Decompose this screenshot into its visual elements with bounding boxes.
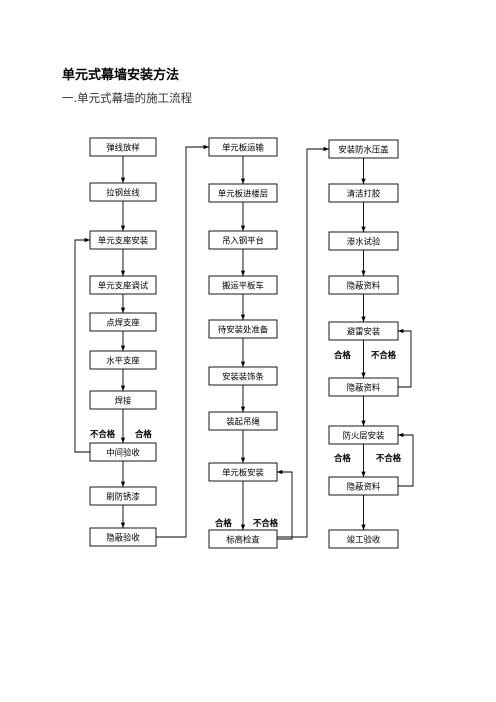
col3-step-4: 隐蔽资料 (328, 275, 399, 295)
col1-step-10: 隐蔽验收 (89, 527, 157, 547)
svg-text:防火层安装: 防火层安装 (343, 431, 385, 441)
col3-step-2: 清洁打胶 (328, 183, 399, 203)
col2-step-4: 搬运平板车 (208, 275, 278, 295)
svg-text:吊入钢平台: 吊入钢平台 (222, 236, 264, 246)
col3-step-5: 避雷安装 (328, 321, 399, 341)
col3-step-8: 隐蔽资料 (328, 476, 399, 496)
col2-step-2: 单元板进楼层 (208, 183, 278, 203)
svg-text:刷防锈漆: 刷防锈漆 (106, 492, 140, 502)
col2-step-9: 标高检查 (208, 529, 278, 549)
svg-text:隐蔽资料: 隐蔽资料 (347, 281, 381, 291)
col1-fail-label: 不合格 (90, 429, 116, 439)
col2-step-5: 待安装处准备 (208, 319, 278, 339)
col1-pass-label: 合格 (134, 429, 152, 439)
col2-step-1: 单元板运输 (208, 137, 278, 157)
page-title: 单元式幕墙安装方法 (62, 68, 180, 83)
col3-pass-label-2: 合格 (333, 453, 351, 463)
svg-text:待安装处准备: 待安装处准备 (218, 325, 269, 335)
svg-text:单元板安装: 单元板安装 (222, 468, 264, 478)
svg-text:搬运平板车: 搬运平板车 (222, 281, 264, 291)
col1-step-8: 中间验收 (89, 442, 157, 462)
col3-pass-label-1: 合格 (333, 350, 351, 360)
svg-text:清洁打胶: 清洁打胶 (347, 189, 381, 199)
col2-step-3: 吊入钢平台 (208, 230, 278, 250)
svg-text:安装防水压盖: 安装防水压盖 (338, 145, 388, 155)
svg-text:单元板进楼层: 单元板进楼层 (218, 189, 268, 199)
svg-text:隐蔽资料: 隐蔽资料 (347, 482, 381, 492)
svg-text:单元板运输: 单元板运输 (222, 143, 264, 153)
svg-text:避雷安装: 避雷安装 (347, 327, 381, 337)
col1-arrows (74, 156, 126, 528)
svg-text:拉钢丝线: 拉钢丝线 (106, 188, 140, 198)
connector-col1-col2 (156, 144, 209, 538)
col1-step-7: 焊接 (89, 390, 157, 410)
svg-text:水平支座: 水平支座 (106, 356, 140, 366)
col3-arrows (361, 158, 414, 530)
col1-step-3: 单元支座安装 (89, 230, 157, 250)
svg-text:安装装饰条: 安装装饰条 (222, 372, 264, 382)
col1-step-1: 弹线放样 (89, 137, 157, 157)
col2-step-6: 安装装饰条 (208, 366, 278, 386)
svg-text:单元支座安装: 单元支座安装 (98, 236, 149, 246)
svg-text:隐蔽资料: 隐蔽资料 (347, 383, 381, 393)
col2-arrows (240, 156, 293, 540)
svg-text:点焊支座: 点焊支座 (106, 318, 140, 328)
col1-step-2: 拉钢丝线 (89, 182, 157, 202)
svg-text:竣工验收: 竣工验收 (347, 535, 381, 545)
col1-step-9: 刷防锈漆 (89, 486, 157, 506)
col2-pass-label: 合格 (214, 518, 232, 528)
col3-step-9: 竣工验收 (328, 529, 399, 549)
svg-text:隐蔽验收: 隐蔽验收 (106, 533, 140, 543)
col1-step-4: 单元支座调试 (89, 275, 157, 295)
svg-text:标高检查: 标高检查 (226, 535, 260, 545)
svg-text:中间验收: 中间验收 (106, 448, 140, 458)
svg-text:单元支座调试: 单元支座调试 (98, 281, 149, 291)
col2-step-7: 装起吊绳 (208, 411, 278, 431)
col3-step-7: 防火层安装 (328, 425, 399, 445)
svg-text:渗水试验: 渗水试验 (347, 237, 381, 247)
col1-step-6: 水平支座 (89, 350, 157, 370)
col3-step-1: 安装防水压盖 (328, 139, 399, 159)
svg-text:弹线放样: 弹线放样 (106, 143, 140, 153)
col2-step-8: 单元板安装 (208, 462, 278, 482)
col3-step-3: 渗水试验 (328, 231, 399, 251)
col1-step-5: 点焊支座 (89, 312, 157, 332)
col3-fail-label-2: 不合格 (376, 453, 402, 463)
section-heading: 一.单元式幕墙的施工流程 (62, 91, 193, 105)
svg-text:装起吊绳: 装起吊绳 (226, 417, 260, 427)
col3-fail-label-1: 不合格 (371, 350, 397, 360)
svg-text:焊接: 焊接 (115, 396, 132, 406)
col3-step-6: 隐蔽资料 (328, 377, 399, 397)
col2-fail-label: 不合格 (253, 518, 279, 528)
connector-col2-col3 (277, 146, 329, 538)
